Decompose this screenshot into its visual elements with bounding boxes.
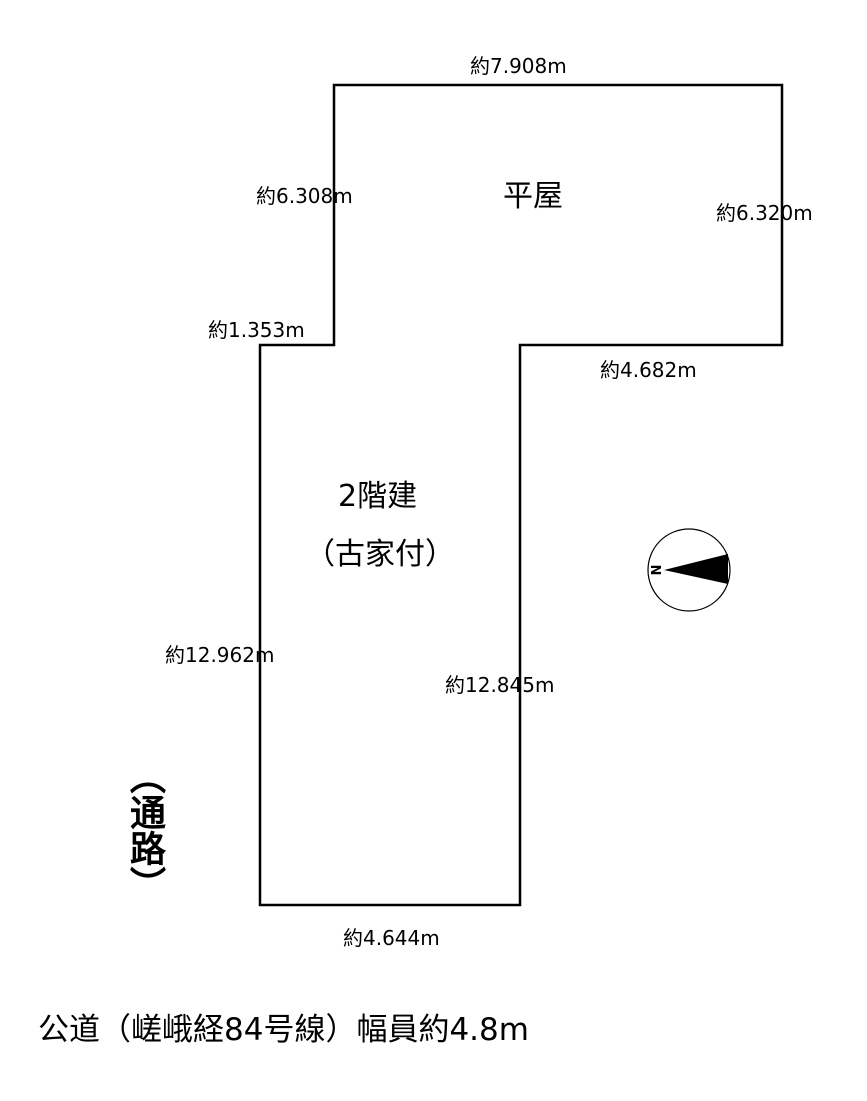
compass-icon: N (647, 528, 731, 612)
area-label-hiraya: 平屋 (503, 179, 563, 214)
road-label: 公道（嵯峨経84号線）幅員約4.8m (38, 1012, 529, 1048)
dimension-left-lower: 約12.962m (165, 643, 275, 667)
svg-text:N: N (647, 565, 662, 576)
dimension-right-lower: 約12.845m (445, 673, 555, 697)
lot-boundary (258, 83, 784, 907)
area-label-two-story: 2階建 (338, 479, 418, 514)
dimension-step-right: 約4.682m (600, 358, 697, 382)
dimension-right-upper: 約6.320m (716, 201, 813, 225)
side-passage-label: （通路） (124, 758, 165, 902)
dimension-left-upper: 約6.308m (256, 184, 353, 208)
dimension-bottom: 約4.644m (343, 926, 440, 950)
area-label-old-house: （古家付） (305, 537, 455, 572)
dimension-step-left: 約1.353m (208, 318, 305, 342)
dimension-top: 約7.908m (470, 54, 567, 78)
